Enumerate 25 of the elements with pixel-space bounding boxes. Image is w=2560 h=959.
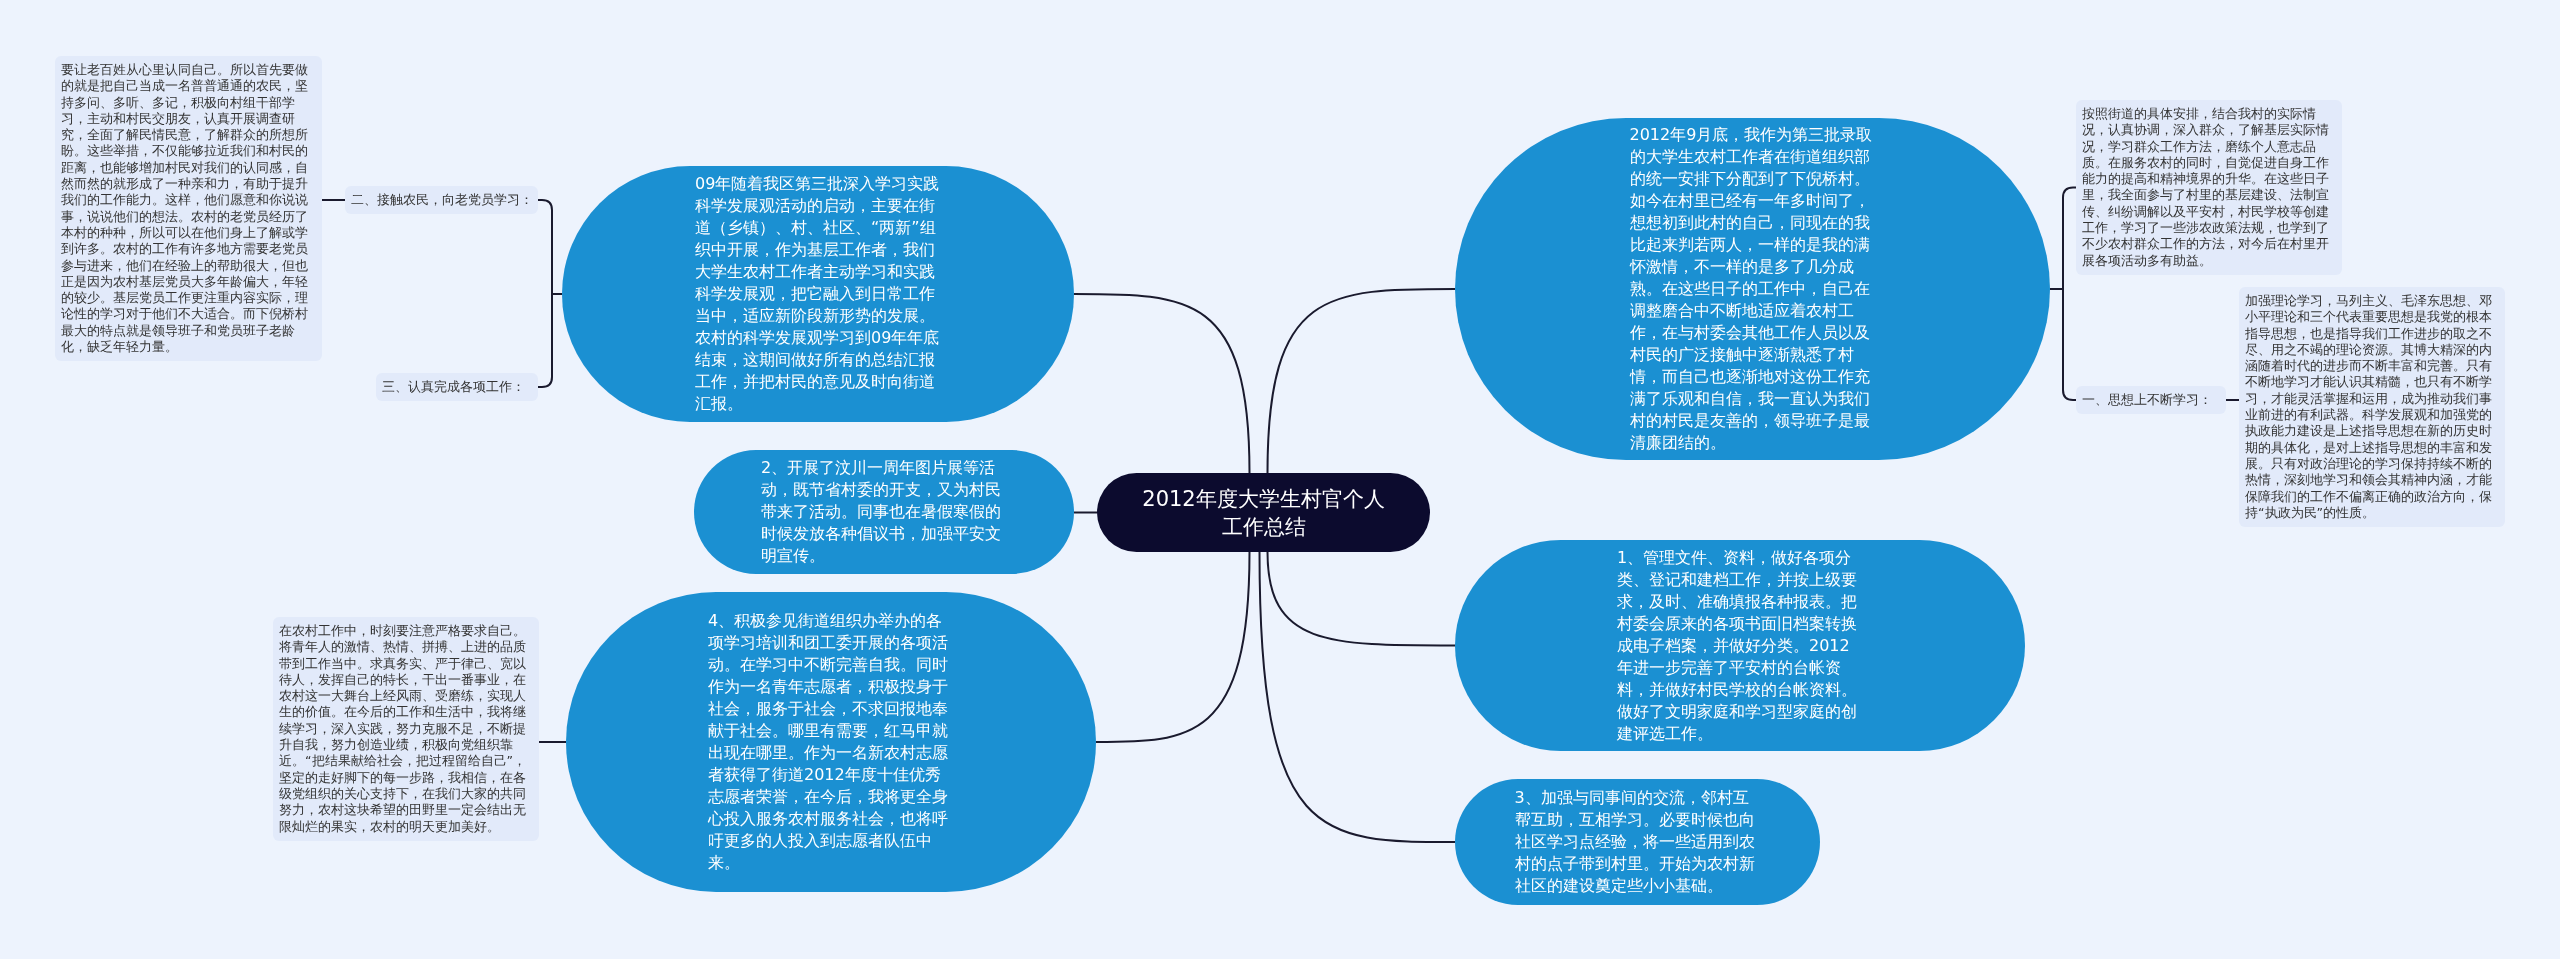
connector-line xyxy=(1258,551,1456,843)
branch-label: 二、接触农民，向老党员学习： xyxy=(345,186,538,214)
connector-line xyxy=(1266,551,1456,647)
connector-line xyxy=(537,293,563,388)
topic-bubble: 2、开展了汶川一周年图片展等活动，既节省村委的开支，又为村民带来了活动。同事也在暑假寒假的时候发放各种倡议书，加强平安文明宣传。 xyxy=(694,450,1074,574)
topic-bubble: 3、加强与同事间的交流，邻村互帮互助，互相学习。必要时候也向社区学习点经验，将一些适用到农村的点子带到村里。开始为农村新社区的建设奠定些小小基础。 xyxy=(1455,779,1820,905)
topic-bubble: 09年随着我区第三批深入学习实践科学发展观活动的启动，主要在街道（乡镇）、村、社区、“两新”组织中开展，作为基层工作者，我们大学生农村工作者主动学习和实践科学发展观，把它融入到日常工作当中，适应新阶段新形势的发展。农村的科学发展观学习到09年年底结束，这期间做好所有的总结汇报工作，并把村民的意见及时向街道汇报。 xyxy=(562,166,1074,422)
note-card: 按照街道的具体安排，结合我村的实际情况，认真协调，深入群众，了解基层实际情况，学习群众工作方法，磨练个人意志品质。在服务农村的同时，自觉促进自身工作能力的提高和精神境界的升华。在这些日子里，我全面参与了村里的基层建设、法制宣传、纠纷调解以及平安村，村民学校等创建工作，学习了一些涉农政策法规，也学到了不少农村群众工作的方法，对今后在村里开展各项活动多有助益。 xyxy=(2076,100,2342,275)
central-topic: 2012年度大学生村官个人工作总结 xyxy=(1097,473,1430,552)
note-card: 加强理论学习，马列主义、毛泽东思想、邓小平理论和三个代表重要思想是我党的根本指导思想，也是指导我们工作进步的取之不尽、用之不竭的理论资源。其博大精深的内涵随着时代的进步而不断丰富和完善。只有不断地学习才能认识其精髓，也只有不断学习，才能灵活掌握和运用，成为推动我们事业前进的有利武器。科学发展观和加强党的执政能力建设是上述指导思想在新的历史时期的具体化，是对上述指导思想的丰富和发展。只有对政治理论的学习保持持续不断的热情，深刻地学习和领会其精神内涵，才能保障我们的工作不偏离正确的政治方向，保持“执政为民”的性质。 xyxy=(2239,287,2505,528)
connector-line xyxy=(2049,288,2077,401)
topic-bubble: 2012年9月底，我作为第三批录取的大学生农村工作者在街道组织部的统一安排下分配到了下倪桥村。如今在村里已经有一年多时间了，想想初到此村的自己，同现在的我比起来判若两人，一样的是我的满怀激情，不一样的是多了几分成熟。在这些日子的工作中，自己在调整磨合中不断地适应着农村工作，在与村委会其他工作人员以及村民的广泛接触中逐渐熟悉了村情，而自己也逐渐地对这份工作充满了乐观和自信，我一直认为我们村的村民是友善的，领导班子是最清廉团结的。 xyxy=(1455,118,2050,460)
connector-line xyxy=(1095,551,1251,743)
topic-bubble: 1、管理文件、资料，做好各项分类、登记和建档工作，并按上级要求，及时、准确填报各种报表。把村委会原来的各项书面旧档案转换成电子档案，并做好分类。2012年进一步完善了平安村的台帐资料，并做好村民学校的台帐资料。做好了文明家庭和学习型家庭的创建评选工作。 xyxy=(1455,540,2025,751)
topic-bubble: 4、积极参见街道组织办举办的各项学习培训和团工委开展的各项活动。在学习中不断完善自我。同时作为一名青年志愿者，积极投身于社会，服务于社会，不求回报地奉献于社会。哪里有需要，红马甲就出现在哪里。作为一名新农村志愿者获得了街道2012年度十佳优秀志愿者荣誉，在今后，我将更全身心投入服务农村服务社会，也将呼吁更多的人投入到志愿者队伍中来。 xyxy=(566,592,1096,892)
note-card: 要让老百姓从心里认同自己。所以首先要做的就是把自己当成一名普普通通的农民，坚持多问、多听、多记，积极向村组干部学习，主动和村民交朋友，认真开展调查研究，全面了解民情民意，了解群众的所想所盼。这些举措，不仅能够拉近我们和村民的距离，也能够增加村民对我们的认同感，自然而然的就形成了一种亲和力，有助于提升我们的工作能力。这样，他们愿意和你说说事，说说他们的想法。农村的老党员经历了本村的种种，所以可以在他们身上了解或学到许多。农村的工作有许多地方需要老党员参与进来，他们在经验上的帮助很大，但也正是因为农村基层党员大多年龄偏大，年轻的较少。基层党员工作更注重内容实际，理论性的学习对于他们不大适合。而下倪桥村最大的特点就是领导班子和党员班子老龄化，缺乏年轻力量。 xyxy=(55,56,322,362)
connector-line xyxy=(538,741,567,743)
note-card: 在农村工作中，时刻要注意严格要求自己。将青年人的激情、热情、拼搏、上进的品质带到工作当中。求真务实、严于律己、宽以待人，发挥自己的特长，干出一番事业，在农村这一大舞台上经风雨、受磨练，实现人生的价值。在今后的工作和生活中，我将继续学习，深入实践，努力克服不足，不断提升自我，努力创造业绩，积极向党组织靠近。“把结果献给社会，把过程留给自己”，坚定的走好脚下的每一步路，我相信，在各级党组织的关心支持下，在我们大家的共同努力，农村这块希望的田野里一定会结出无限灿烂的果实，农村的明天更加美好。 xyxy=(273,617,539,841)
connector-line xyxy=(2225,399,2240,401)
connector-line xyxy=(1266,288,1456,474)
connector-line xyxy=(1073,293,1251,474)
connector-line xyxy=(1073,511,1098,514)
connector-line xyxy=(321,199,346,201)
branch-label: 一、思想上不断学习： xyxy=(2076,386,2226,414)
branch-label: 三、认真完成各项工作： xyxy=(376,373,538,401)
